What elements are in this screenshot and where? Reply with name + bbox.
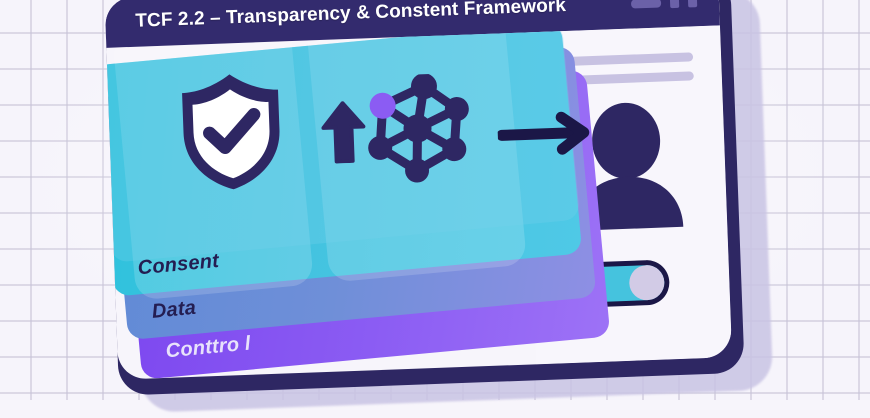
- window-controls: [630, 0, 698, 9]
- app-window: TCF 2.2 – Transparency & Constent Framew…: [104, 0, 774, 418]
- close-control[interactable]: [687, 0, 698, 7]
- window-title: TCF 2.2 – Transparency & Constent Framew…: [135, 0, 567, 32]
- card-data-label: Data: [150, 296, 197, 323]
- window-body: TCF 2.2 – Transparency & Constent Framew…: [104, 0, 733, 380]
- maximize-control[interactable]: [669, 0, 680, 8]
- card-control-label: Conttro l: [164, 332, 252, 363]
- minimize-control[interactable]: [630, 0, 662, 9]
- consent-toggle-knob[interactable]: [628, 264, 665, 301]
- user-panel: [524, 25, 733, 365]
- window-content: Conttro l Data Consent: [106, 25, 733, 380]
- user-avatar-icon: [575, 102, 684, 231]
